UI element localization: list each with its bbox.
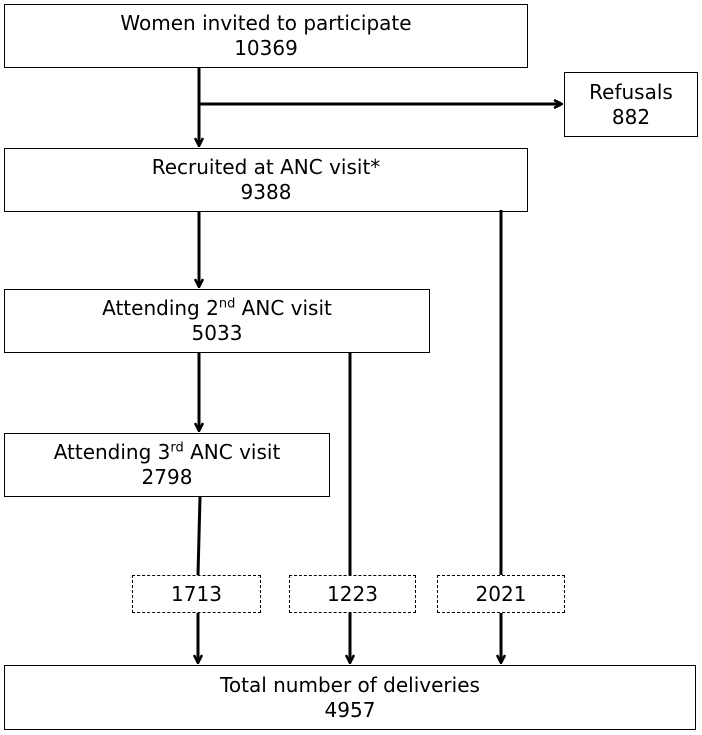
from-second-value: 1223 — [327, 581, 378, 606]
second-visit-value: 5033 — [191, 321, 243, 345]
from-recruited-value: 2021 — [475, 581, 527, 606]
third-visit-value: 2798 — [141, 465, 193, 489]
invited-box: Women invited to participate 10369 — [4, 4, 528, 68]
recruited-label: Recruited at ANC visit* — [151, 155, 381, 179]
deliveries-box: Total number of deliveries 4957 — [4, 665, 696, 730]
refusals-box: Refusals 882 — [564, 72, 698, 137]
deliveries-value: 4957 — [324, 697, 376, 722]
from-third-value: 1713 — [171, 581, 222, 606]
invited-value: 10369 — [234, 36, 298, 60]
deliveries-label: Total number of deliveries — [220, 672, 480, 697]
recruited-value: 9388 — [240, 180, 292, 204]
from-second-box: 1223 — [289, 575, 416, 613]
invited-label: Women invited to participate — [120, 11, 412, 35]
from-recruited-box: 2021 — [437, 575, 565, 613]
line-third-to-1713 — [196, 496, 202, 576]
second-visit-label: Attending 2nd ANC visit — [102, 296, 332, 320]
third-visit-box: Attending 3rd ANC visit 2798 — [4, 433, 330, 497]
from-third-box: 1713 — [132, 575, 261, 613]
refusals-label: Refusals — [589, 79, 673, 104]
third-visit-label: Attending 3rd ANC visit — [53, 440, 281, 464]
recruited-box: Recruited at ANC visit* 9388 — [4, 148, 528, 212]
refusals-value: 882 — [611, 104, 651, 129]
second-visit-box: Attending 2nd ANC visit 5033 — [4, 289, 430, 353]
